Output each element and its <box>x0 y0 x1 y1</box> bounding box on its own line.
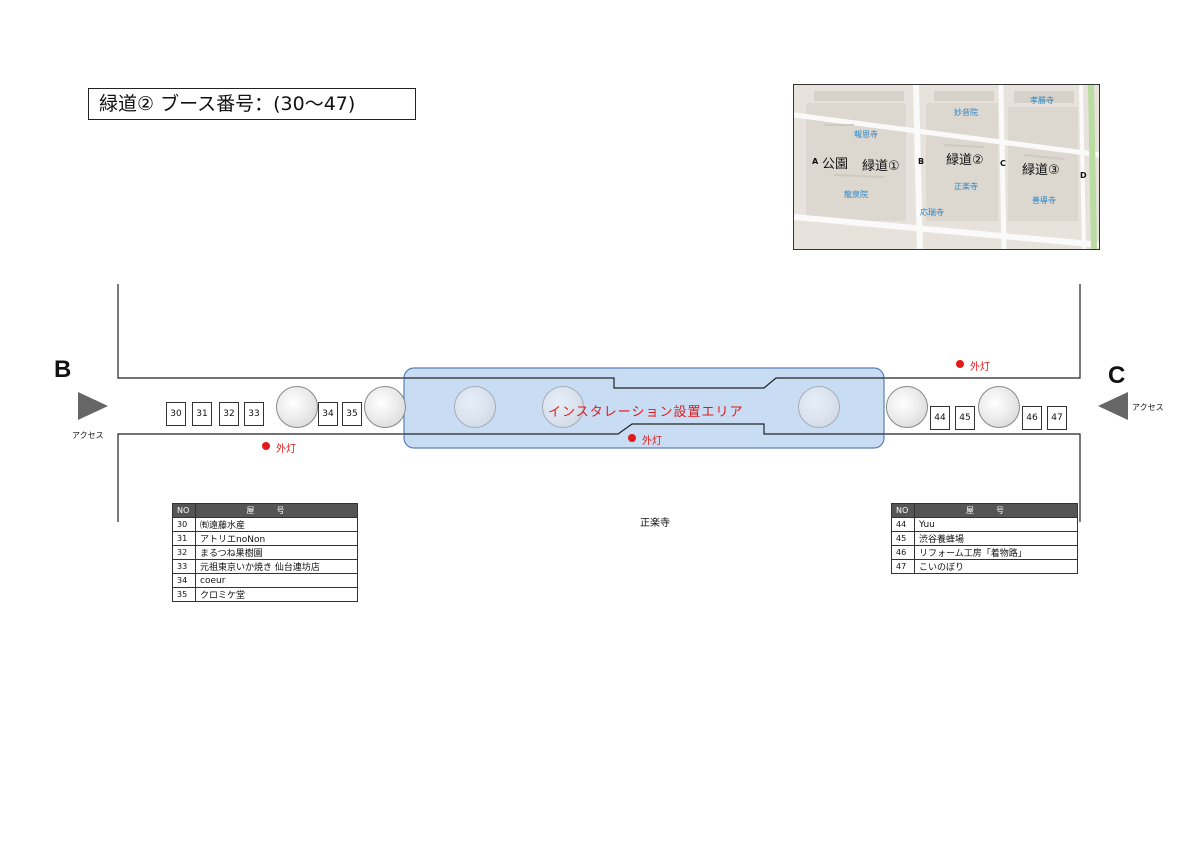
inset-temple-ryusen: 龍泉院 <box>844 190 868 199</box>
table-header-name: 屋号 <box>195 503 358 518</box>
inset-point-c: C <box>1000 159 1006 168</box>
inset-point-a: A <box>812 157 819 166</box>
street-lamp-icon <box>628 434 636 442</box>
inset-block-ryokudo-1: 緑道① <box>862 159 900 174</box>
inset-map: 公園 緑道① 緑道② 緑道③ 報恩寺 妙音院 孝勝寺 龍泉院 正楽寺 応瑞寺 善… <box>793 84 1100 250</box>
access-arrow-right <box>1098 392 1128 420</box>
tree <box>276 386 318 428</box>
booth-32[interactable]: 32 <box>219 402 239 426</box>
inset-block-ryokudo-2: 緑道② <box>946 153 984 168</box>
table-row: 30㈲遠藤水産 <box>172 517 358 532</box>
booth-31[interactable]: 31 <box>192 402 212 426</box>
access-arrow-left <box>78 392 108 420</box>
street-lamp-label: 外灯 <box>970 362 990 373</box>
inset-temple-houon: 報恩寺 <box>854 130 878 139</box>
access-label-left: アクセス <box>72 431 104 440</box>
street-lamp-icon <box>262 442 270 450</box>
installation-inner-lines <box>404 377 884 435</box>
inset-point-d: D <box>1080 171 1087 180</box>
booth-46[interactable]: 46 <box>1022 406 1042 430</box>
tree <box>978 386 1020 428</box>
inset-temple-ouzui: 応瑞寺 <box>920 208 944 217</box>
inset-block-ryokudo-3: 緑道③ <box>1022 163 1060 178</box>
temple-label: 正楽寺 <box>640 518 670 529</box>
booth-45[interactable]: 45 <box>955 406 975 430</box>
booth-33[interactable]: 33 <box>244 402 264 426</box>
inset-temple-myouon: 妙音院 <box>954 108 978 117</box>
table-header-name: 屋号 <box>914 503 1078 518</box>
tree <box>364 386 406 428</box>
street-lamp-label: 外灯 <box>276 444 296 455</box>
street-lamp-label: 外灯 <box>642 436 662 447</box>
tree <box>542 386 584 428</box>
point-c-label: C <box>1108 362 1126 389</box>
page-title: 緑道② ブース番号：(30〜47) <box>88 88 416 120</box>
point-b-label: B <box>54 356 72 383</box>
street-lamp-icon <box>956 360 964 368</box>
tree <box>798 386 840 428</box>
inset-temple-zendou: 善導寺 <box>1032 196 1056 205</box>
booth-34[interactable]: 34 <box>318 402 338 426</box>
inset-block-park: 公園 <box>822 157 849 172</box>
inset-map-streets <box>794 85 1099 249</box>
table-header-no: NO <box>891 503 915 518</box>
installation-area-label: インスタレーション設置エリア <box>548 405 744 420</box>
access-label-right: アクセス <box>1132 403 1164 412</box>
tree <box>454 386 496 428</box>
booth-44[interactable]: 44 <box>930 406 950 430</box>
tree <box>886 386 928 428</box>
inset-temple-koushou: 孝勝寺 <box>1030 96 1054 105</box>
inset-temple-shouraku: 正楽寺 <box>954 182 978 191</box>
booth-30[interactable]: 30 <box>166 402 186 426</box>
inset-point-b: B <box>918 157 925 166</box>
table-header-no: NO <box>172 503 196 518</box>
booth-47[interactable]: 47 <box>1047 406 1067 430</box>
booth-35[interactable]: 35 <box>342 402 362 426</box>
